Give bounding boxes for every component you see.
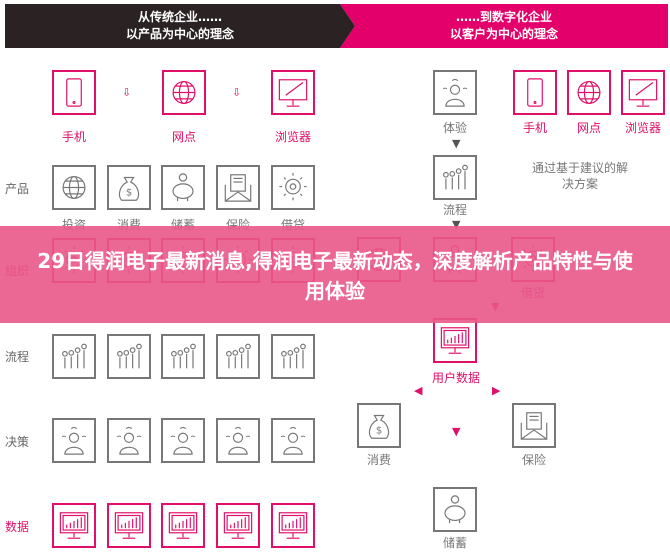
triangle-down-icon: ▼: [452, 137, 461, 150]
investment-icon: [52, 165, 96, 210]
row-label-decision: 决策: [5, 435, 30, 449]
process-icon: [52, 334, 96, 379]
row-label-data: 数据: [5, 520, 30, 534]
label-process: 流程: [442, 203, 467, 217]
person-icon: [216, 418, 260, 463]
process-icon: [216, 334, 260, 379]
header-right-line2: 以客户为中心的理念: [449, 27, 558, 41]
row-label-process: 流程: [5, 350, 30, 364]
envelope-icon: [216, 165, 260, 210]
svg-text:$: $: [126, 188, 132, 199]
label-branch: 网点: [171, 130, 196, 144]
solution-note: 通过基于建议的解决方案: [531, 161, 628, 191]
label-phone: 手机: [522, 121, 547, 135]
browser-icon: [271, 70, 315, 115]
money-bag-icon: $: [357, 403, 401, 448]
header-customer-centric: ……到数字化企业以客户为中心的理念: [340, 4, 668, 48]
label-user-data: 用户数据: [431, 371, 480, 385]
triangle-up-icon: ▶: [492, 384, 501, 397]
label-branch: 网点: [576, 121, 601, 135]
globe-icon: [567, 70, 611, 115]
process-icon: [107, 334, 151, 379]
chart-monitor-icon: [107, 503, 151, 548]
phone-icon: [513, 70, 557, 115]
arrow-down-icon: ⇩: [232, 86, 242, 99]
label-insurance: 保险: [521, 453, 546, 467]
person-icon: [52, 418, 96, 463]
person-icon: [107, 418, 151, 463]
piggy-bank-icon: [161, 165, 205, 210]
label-experience: 体验: [442, 121, 467, 135]
title-banner: 29日得润电子最新消息,得润电子最新动态，深度解析产品特性与使用体验: [0, 226, 670, 323]
chart-monitor-icon: [271, 503, 315, 548]
envelope-icon: [512, 403, 556, 448]
header-left-line2: 以产品为中心的理念: [125, 27, 234, 41]
banner-title: 29日得润电子最新消息,得润电子最新动态，深度解析产品特性与使用体验: [37, 249, 633, 303]
label-browser: 浏览器: [274, 130, 311, 144]
money-bag-icon: $: [107, 165, 151, 210]
triangle-down-icon: ▼: [452, 218, 461, 231]
label-phone: 手机: [61, 130, 86, 144]
triangle-down-icon: ▼: [452, 425, 461, 438]
browser-icon: [621, 70, 665, 115]
phone-icon: [52, 70, 96, 115]
chart-monitor-icon: [161, 503, 205, 548]
triangle-up-icon: ◀: [414, 384, 423, 397]
arrow-down-icon: ⇩: [122, 86, 132, 99]
chart-monitor-icon: [52, 503, 96, 548]
process-icon: [271, 334, 315, 379]
person-icon: [161, 418, 205, 463]
globe-icon: [162, 70, 206, 115]
user-data-icon: [433, 318, 477, 363]
header-product-centric: 从传统企业…… 以产品为中心的理念: [5, 4, 355, 48]
person-icon: [271, 418, 315, 463]
row-label-product: 产品: [5, 182, 30, 196]
label-consume: 消费: [366, 453, 391, 467]
process-icon: [433, 155, 477, 200]
chart-monitor-icon: [216, 503, 260, 548]
header-right-line1: ……到数字化企业: [455, 10, 552, 24]
header-left-line1: 从传统企业……: [137, 10, 222, 24]
gear-lock-icon: [271, 165, 315, 210]
piggy-bank-icon: [433, 487, 477, 532]
label-browser: 浏览器: [624, 121, 661, 135]
label-savings: 储蓄: [442, 536, 467, 550]
experience-person-icon: [433, 70, 477, 115]
process-icon: [161, 334, 205, 379]
svg-text:$: $: [376, 426, 382, 437]
